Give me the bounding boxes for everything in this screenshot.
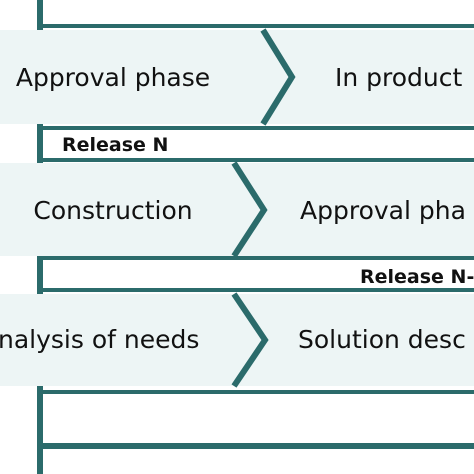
phase-label-in-production: In product	[335, 63, 463, 92]
chevron-arrow-icon	[260, 28, 296, 126]
phase-approval-box-2	[234, 163, 474, 256]
phase-label-approval: Approval phase	[16, 63, 210, 92]
phase-row-2: Construction Approval pha	[0, 161, 474, 258]
phase-row-1: Approval phase In product	[0, 28, 474, 126]
phase-construction-box	[0, 163, 264, 256]
phase-label-construction: Construction	[33, 196, 192, 225]
chevron-arrow-icon	[231, 161, 268, 258]
release-label-n: Release N	[62, 134, 168, 156]
phase-approval-box	[0, 30, 292, 124]
phase-label-approval-2: Approval pha	[300, 196, 466, 225]
phase-analysis-box	[0, 294, 265, 386]
phase-label-analysis: nalysis of needs	[0, 325, 199, 354]
phase-label-solution: Solution desc	[298, 325, 466, 354]
phase-in-production-box	[263, 30, 474, 124]
chevron-arrow-icon	[231, 292, 269, 388]
phase-row-3: nalysis of needs Solution desc	[0, 292, 474, 388]
release-label-n-minus: Release N-	[360, 266, 474, 288]
phase-solution-box	[234, 294, 474, 386]
